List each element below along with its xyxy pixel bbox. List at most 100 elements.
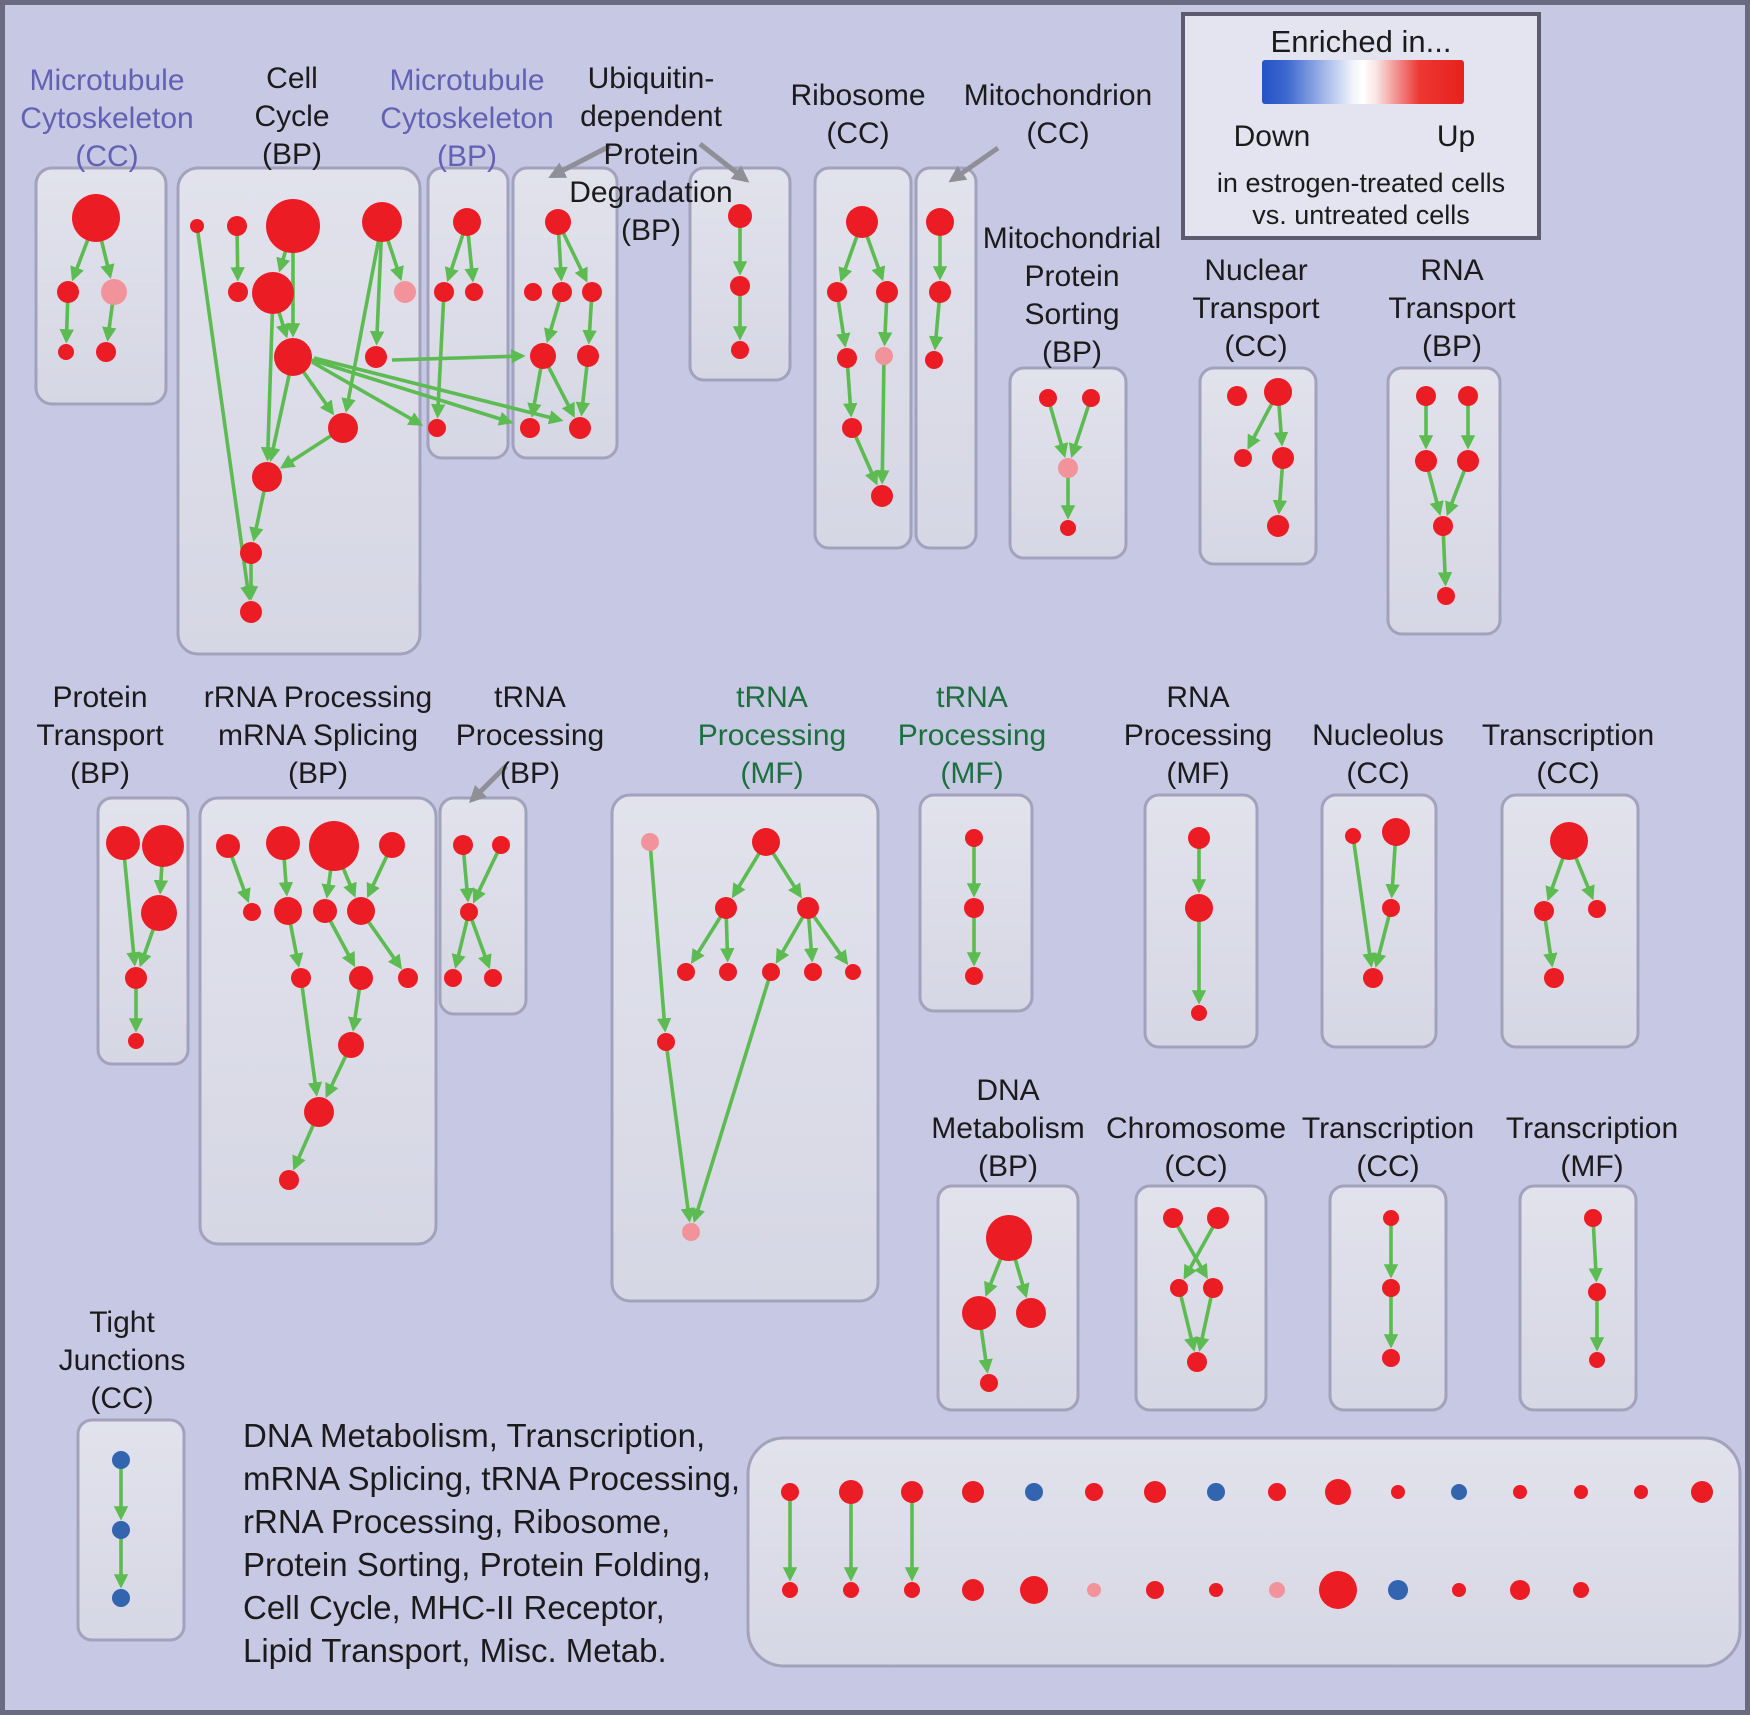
gene-node-pink — [641, 833, 659, 851]
gene-node-red — [274, 338, 312, 376]
edge-arrow — [431, 291, 446, 419]
gene-node-blue — [1451, 1484, 1467, 1500]
cluster-box-nucleolus-cc — [1320, 793, 1438, 1049]
gene-node-red — [929, 281, 951, 303]
gene-node-red — [1144, 1481, 1166, 1503]
label-pointer-arrow — [548, 143, 612, 179]
legend-subtitle-line2: vs. untreated cells — [1252, 200, 1470, 230]
cluster-box-transcription-mf — [1518, 1184, 1638, 1412]
edge-arrow — [341, 221, 384, 413]
gene-node-blue — [112, 1589, 130, 1607]
label-pointer-arrow — [698, 142, 750, 183]
gene-node-blue — [112, 1451, 130, 1469]
gene-node-red — [1319, 1571, 1357, 1609]
gene-node-red — [962, 1579, 984, 1601]
gene-node-red — [827, 282, 847, 302]
cluster-label-transcription-cc-lower: Transcription(CC) — [1302, 1112, 1474, 1183]
gene-node-red — [762, 963, 780, 981]
gene-node-red — [1391, 1485, 1405, 1499]
gene-node-red — [279, 1170, 299, 1190]
gene-node-red — [190, 219, 204, 233]
gene-node-red — [252, 272, 294, 314]
gene-node-red — [925, 351, 943, 369]
gene-node-red — [1272, 447, 1294, 469]
gene-node-red — [980, 1374, 998, 1392]
gene-node-red — [1203, 1278, 1223, 1298]
gene-node-red — [1146, 1581, 1164, 1599]
edge-arrow — [648, 841, 672, 1033]
gene-node-red — [552, 282, 572, 302]
label-pointer-arrow — [468, 764, 508, 804]
gene-node-red — [843, 1582, 859, 1598]
gene-node-red — [125, 967, 147, 989]
gene-node-red — [1060, 520, 1076, 536]
gene-node-red — [719, 963, 737, 981]
gene-node-red — [1268, 1483, 1286, 1501]
gene-node-red — [1209, 1583, 1223, 1597]
edge-arrow — [1195, 1287, 1215, 1352]
cross-cluster-edge-arrow — [391, 349, 526, 364]
edge-arrow — [369, 221, 385, 346]
legend-subtitle-line1: in estrogen-treated cells — [1217, 168, 1505, 198]
gene-node-blue — [1025, 1483, 1043, 1501]
gene-node-red — [1458, 386, 1478, 406]
gene-node-red — [1163, 1208, 1183, 1228]
gene-node-red — [1383, 1210, 1399, 1226]
gene-node-red — [731, 341, 749, 359]
gene-node-red — [839, 1480, 863, 1504]
gene-node-red — [1185, 894, 1213, 922]
gene-node-red — [1382, 899, 1400, 917]
legend-up-label: Up — [1437, 120, 1475, 153]
cluster-label-transcription-cc-upper: Transcription(CC) — [1482, 719, 1654, 790]
gene-node-red — [1234, 449, 1252, 467]
gene-node-red — [530, 343, 556, 369]
gene-node-red — [1020, 1576, 1048, 1604]
gene-node-red — [1634, 1485, 1648, 1499]
gene-node-red — [1691, 1481, 1713, 1503]
gene-node-red — [965, 967, 983, 985]
gene-node-red — [569, 417, 591, 439]
gene-node-red — [465, 283, 483, 301]
gene-node-red — [782, 1582, 798, 1598]
gene-node-red — [962, 1296, 996, 1330]
gene-node-red — [142, 825, 184, 867]
gene-node-red — [328, 413, 358, 443]
gene-node-red — [1437, 587, 1455, 605]
gene-node-red — [58, 344, 74, 360]
gene-node-pink — [1269, 1582, 1285, 1598]
gene-node-red — [1416, 386, 1436, 406]
gene-node-red — [453, 208, 481, 236]
gene-node-red — [728, 204, 752, 228]
gene-node-red — [1382, 1279, 1400, 1297]
gene-node-red — [1584, 1209, 1602, 1227]
gene-node-red — [96, 342, 116, 362]
edge-arrow — [299, 977, 323, 1097]
gene-node-red — [57, 281, 79, 303]
gene-node-red — [252, 462, 282, 492]
gene-node-red — [304, 1097, 334, 1127]
gene-node-red — [453, 835, 473, 855]
gene-node-red — [986, 1215, 1032, 1261]
cross-cluster-edge-arrow — [311, 358, 514, 426]
gene-node-red — [1016, 1298, 1046, 1328]
gene-node-red — [398, 968, 418, 988]
gene-node-red — [274, 897, 302, 925]
edge-arrow — [664, 1041, 696, 1223]
gene-node-red — [1544, 968, 1564, 988]
cluster-box-tight-junctions-cc — [76, 1418, 186, 1642]
gene-node-red — [715, 897, 737, 919]
gene-node-red — [797, 897, 819, 919]
edge-arrow — [1372, 907, 1393, 968]
gene-node-red — [1433, 516, 1453, 536]
edge-arrow — [1068, 397, 1093, 459]
